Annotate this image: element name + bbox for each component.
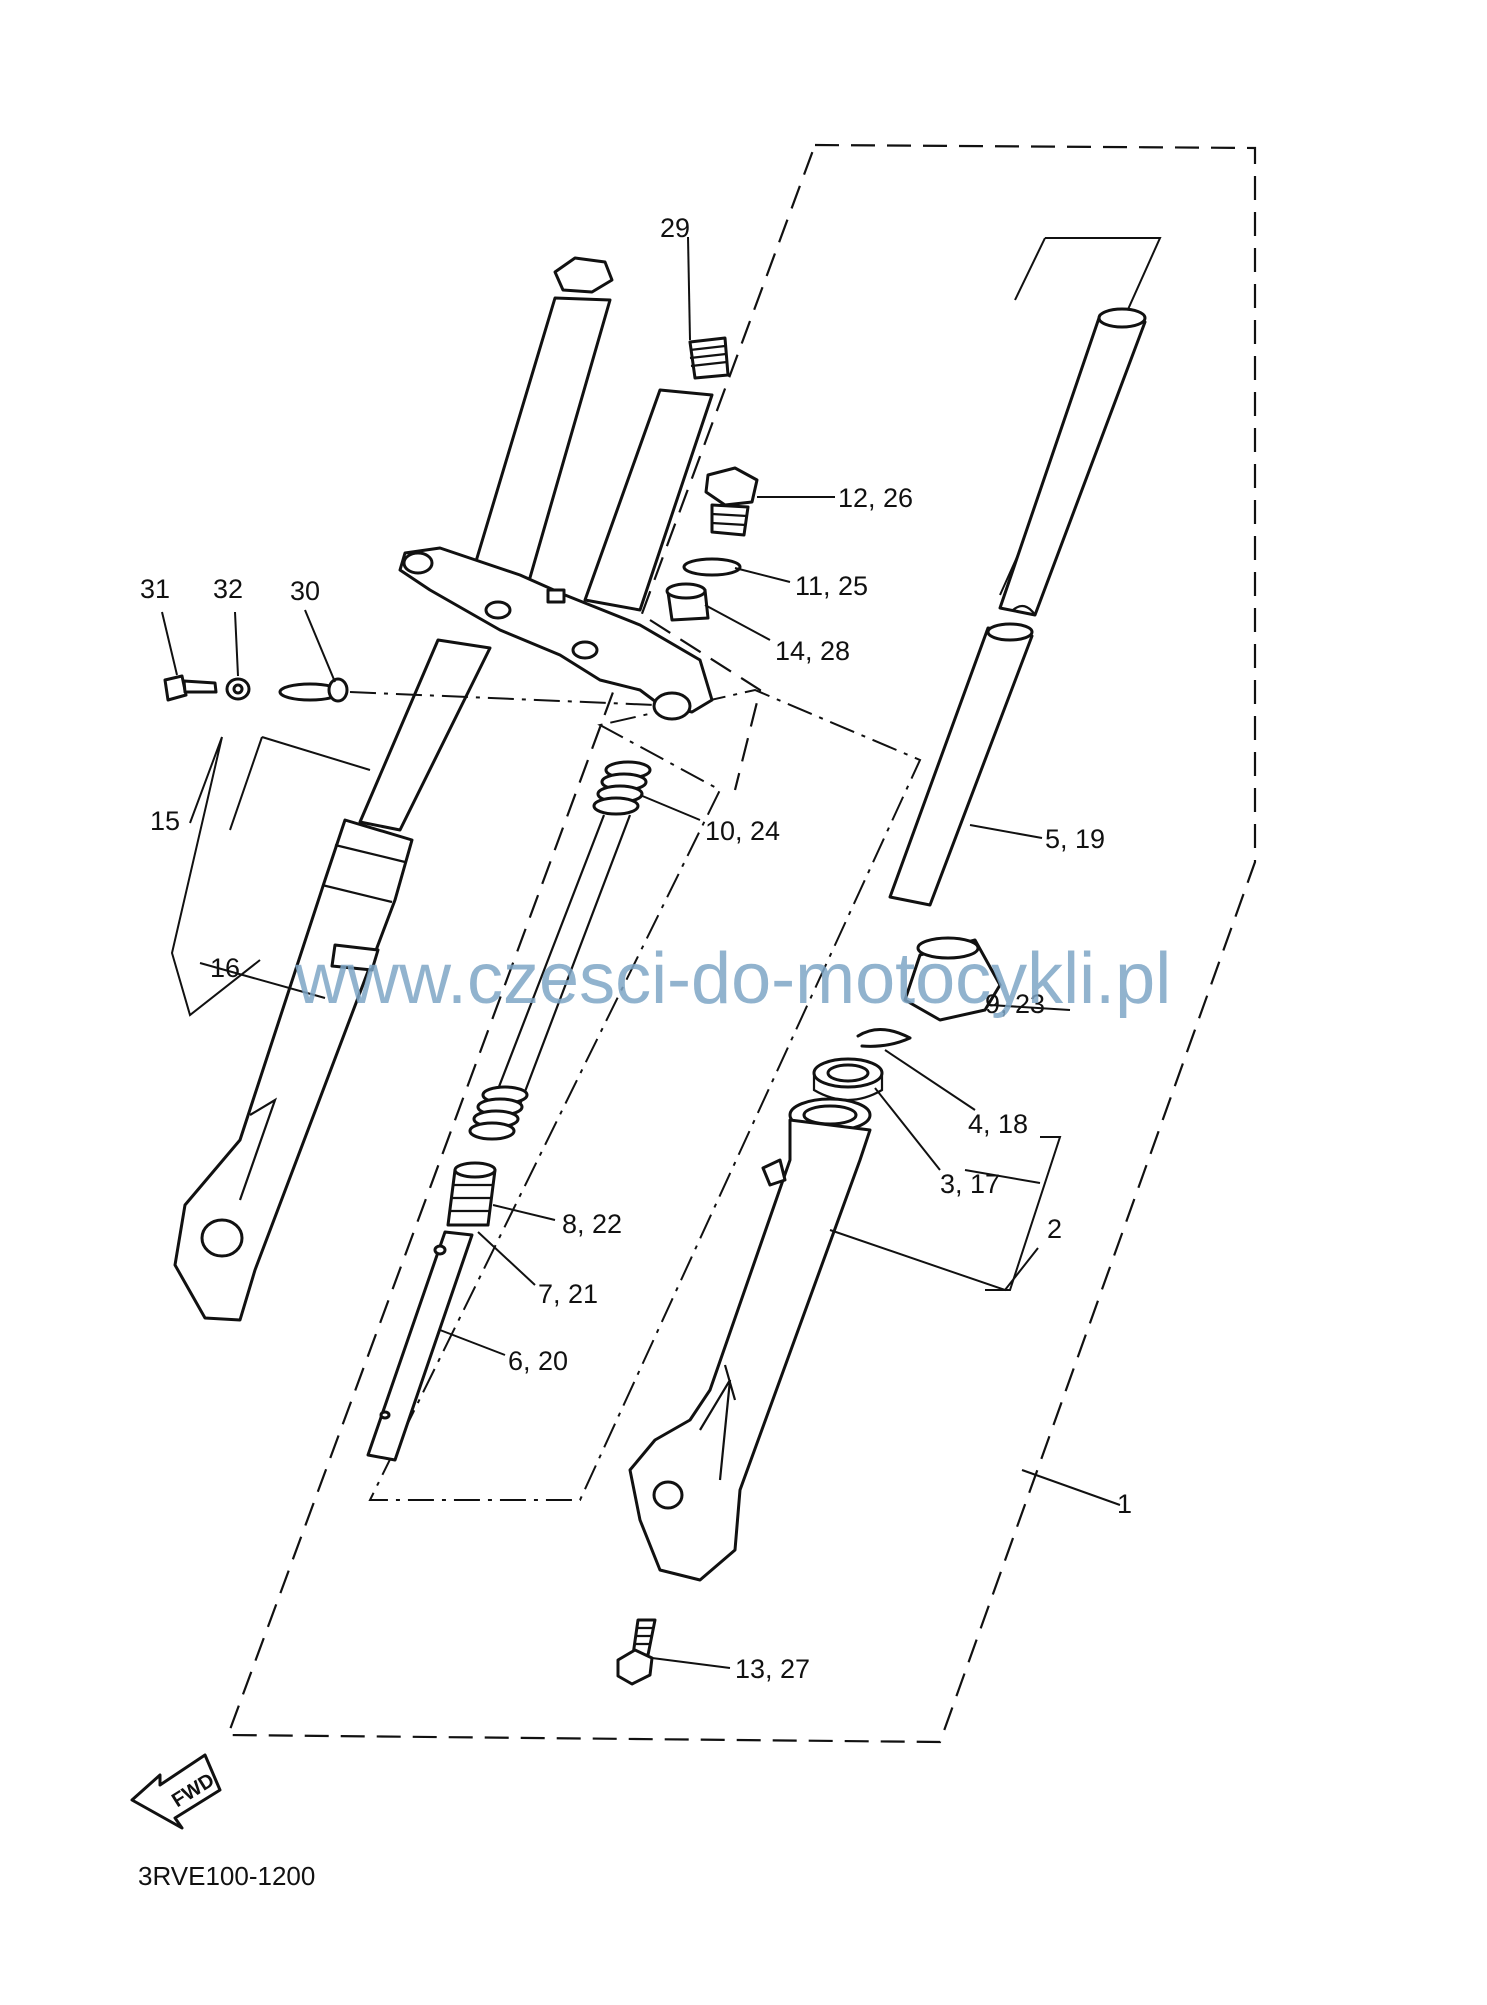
callout-16: 16 bbox=[210, 953, 240, 983]
damper-group-boundary bbox=[368, 688, 922, 1501]
callout-8-22: 8, 22 bbox=[562, 1209, 622, 1239]
left-inner-tube-lower bbox=[358, 638, 492, 832]
stopper-ring-4 bbox=[856, 1028, 912, 1048]
callout-3-17: 3, 17 bbox=[940, 1169, 1000, 1199]
cap-bolt-12 bbox=[704, 466, 759, 537]
callout-32: 32 bbox=[213, 574, 243, 604]
stem-tube bbox=[583, 388, 714, 612]
watermark: www.czesci-do-motocykli.pl bbox=[294, 939, 1171, 1019]
callout-6-20: 6, 20 bbox=[508, 1346, 568, 1376]
clip-30 bbox=[278, 677, 349, 703]
spring-10 bbox=[592, 760, 652, 816]
seat-8 bbox=[446, 1161, 497, 1227]
cap-group-boundary bbox=[649, 619, 762, 791]
assembly-boundary-dashed bbox=[226, 143, 1257, 1744]
washer-32 bbox=[225, 677, 251, 701]
leader-lines bbox=[161, 236, 1121, 1669]
diagram-code: 3RVE100-1200 bbox=[138, 1861, 315, 1891]
callout-29: 29 bbox=[660, 213, 690, 243]
callout-30: 30 bbox=[290, 576, 320, 606]
outer-tube-2 bbox=[628, 1097, 872, 1582]
callout-labels: 29 12, 26 11, 25 14, 28 31 32 30 15 10, … bbox=[140, 213, 1132, 1684]
callout-9-23: 9, 23 bbox=[985, 989, 1045, 1019]
callout-1: 1 bbox=[1117, 1489, 1132, 1519]
callout-5-19: 5, 19 bbox=[1045, 824, 1105, 854]
collar-14 bbox=[665, 582, 710, 622]
oil-seal-3 bbox=[812, 1057, 884, 1101]
callout-12-26: 12, 26 bbox=[838, 483, 913, 513]
callout-7-21: 7, 21 bbox=[538, 1279, 598, 1309]
drain-bolt-13 bbox=[616, 1618, 657, 1686]
left-fork-leg bbox=[173, 256, 614, 1322]
callout-14-28: 14, 28 bbox=[775, 636, 850, 666]
steering-stem-assembly bbox=[398, 336, 730, 721]
bolt-31 bbox=[163, 674, 218, 702]
left-outer-slider bbox=[173, 818, 414, 1322]
fork-tube-5 bbox=[888, 626, 1034, 907]
damper-rod-6 bbox=[366, 1230, 474, 1462]
spring-lower-coils bbox=[468, 1085, 529, 1141]
callout-10-24: 10, 24 bbox=[705, 816, 780, 846]
callout-2: 2 bbox=[1047, 1214, 1062, 1244]
dust-seal-9 bbox=[903, 936, 1002, 1022]
callout-11-25: 11, 25 bbox=[795, 571, 868, 601]
left-cap-bolt bbox=[553, 256, 614, 294]
left-inner-tube-upper bbox=[466, 296, 612, 597]
callout-13-27: 13, 27 bbox=[735, 1654, 810, 1684]
inner-tube-upper bbox=[998, 313, 1147, 617]
o-ring-11 bbox=[682, 557, 742, 577]
fwd-arrow: FWD bbox=[130, 1753, 222, 1830]
callout-31: 31 bbox=[140, 574, 170, 604]
callout-15: 15 bbox=[150, 806, 180, 836]
callout-4-18: 4, 18 bbox=[968, 1109, 1028, 1139]
